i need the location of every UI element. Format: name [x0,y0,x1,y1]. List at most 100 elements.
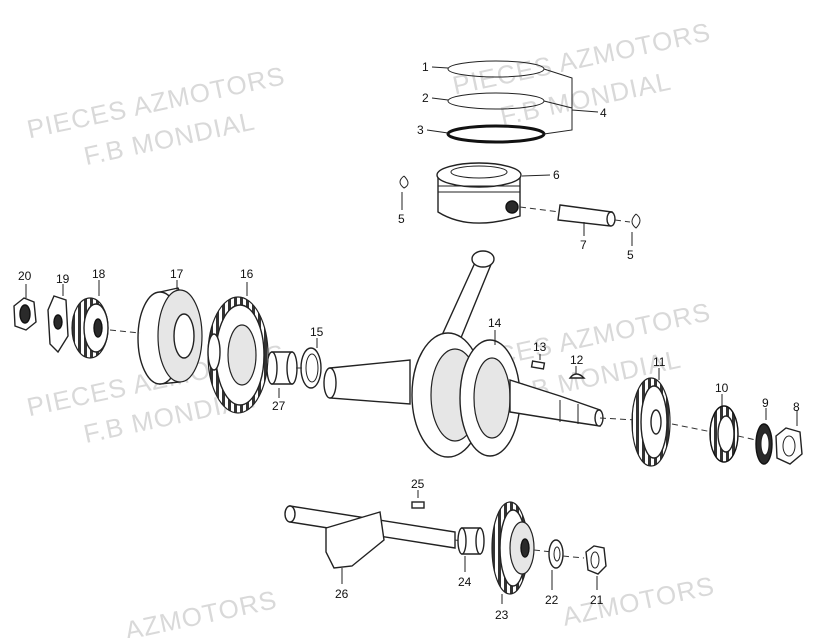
nut-20-bore [19,304,31,324]
callout-labels: 1 2 3 4 5 5 6 7 8 9 10 11 12 13 14 15 16… [18,60,800,622]
piston-crown-recess [450,165,508,179]
washer-22-body [548,539,564,569]
callout-25: 25 [411,477,425,491]
watermark-top-left: PIECES AZMOTORS F.B MONDIAL [24,60,288,171]
callout-13: 13 [533,340,547,354]
circlip-left [399,175,409,210]
spacer-collar [709,394,757,463]
balancer-weight [325,511,385,569]
callout-7: 7 [580,238,587,252]
small-gear-18 [71,280,109,359]
lock-plate-hole [53,314,63,330]
bushing-right-face [286,351,298,385]
crank-gear [599,368,713,467]
bushing-27 [266,351,298,398]
callout-19: 19 [56,272,70,286]
watermark-top-right: PIECES AZMOTORS F.B MONDIAL [450,16,714,131]
woodruff-key-body [568,373,586,379]
circlip-right-shape [631,213,641,229]
leader-1 [431,66,449,69]
circlip-left-shape [399,175,409,189]
washer-9 [755,408,773,465]
left-axis-1 [109,329,141,334]
pin-axis-right [614,219,631,223]
callout-17: 17 [170,267,184,281]
callout-26: 26 [335,587,349,601]
balancer-key [411,490,425,509]
nut-20 [13,284,37,331]
pin-axis-left [519,206,561,213]
thrust-washer-15 [300,338,322,389]
callout-16: 16 [240,267,254,281]
crank-web-right-face [473,357,511,439]
spacer-collar-bore [717,415,735,453]
piston-pin [519,204,631,236]
nut-21 [585,545,607,590]
crank-shaft-left [329,359,411,405]
leader-4 [571,109,599,113]
piston [436,162,551,224]
crank-shaft-left-end [323,367,337,399]
crank-key [530,354,546,370]
thrust-washer-inner [305,353,319,383]
callout-10: 10 [715,381,729,395]
ring-set-bracket [543,68,573,135]
drive-gear-hub [227,324,257,386]
washer-22 [548,539,585,590]
callout-12: 12 [570,353,584,367]
gear11-axis [599,417,637,421]
piston-pin-end [606,211,616,227]
balancer-gear-23 [491,501,553,604]
watermark-line-1: AZMOTORS [560,570,718,632]
nut-21-body [585,545,607,575]
collar-axis-right [737,435,757,441]
bushing-24-right [475,527,485,555]
callout-9: 9 [762,396,769,410]
washer-9-bore [760,432,770,456]
callout-11: 11 [653,355,666,369]
piston-crown [436,162,522,188]
callout-20: 20 [18,269,32,283]
bushing-24-left [457,527,467,555]
washer22-axis [562,555,585,559]
callout-6: 6 [553,168,560,182]
callout-2: 2 [422,91,429,105]
lock-plate-19 [47,284,69,354]
balancer-shaft [284,505,463,584]
watermark-bottom-right: AZMOTORS [560,570,718,632]
callout-21: 21 [590,593,604,607]
nut-8-bore [782,435,796,457]
piston-pin-body [557,204,613,227]
small-gear-hub [93,318,103,338]
callout-14: 14 [488,316,502,330]
piston-ring-oil [446,124,546,144]
main-bearing-17 [137,280,203,385]
callout-27: 27 [272,399,286,413]
callout-1: 1 [422,60,429,74]
watermark-bottom-left: AZMOTORS [122,584,280,638]
crank-key-body [530,360,546,370]
connecting-rod-small-end [471,250,495,268]
callout-8: 8 [793,400,800,414]
nut-8-body [775,427,803,465]
balancer-key-body [411,501,425,509]
leader-6 [521,174,551,177]
callout-22: 22 [545,593,559,607]
drive-gear-boss [207,333,221,371]
piston-pin-boss [505,200,519,214]
callout-15: 15 [310,325,324,339]
leader-2 [431,97,449,101]
nut-8 [775,410,803,465]
watermark-line-1: AZMOTORS [122,584,280,638]
callout-24: 24 [458,575,472,589]
gear11-axis-right [671,423,713,433]
callout-4: 4 [600,106,607,120]
drive-gear-16 [207,282,269,414]
leader-3 [426,129,449,134]
balancer-gear-bore [520,538,530,558]
callout-3: 3 [417,123,424,137]
callout-5-right: 5 [627,248,634,262]
crank-gear-hub [650,409,662,435]
washer-22-bore [553,546,561,562]
callout-5-left: 5 [398,212,405,226]
